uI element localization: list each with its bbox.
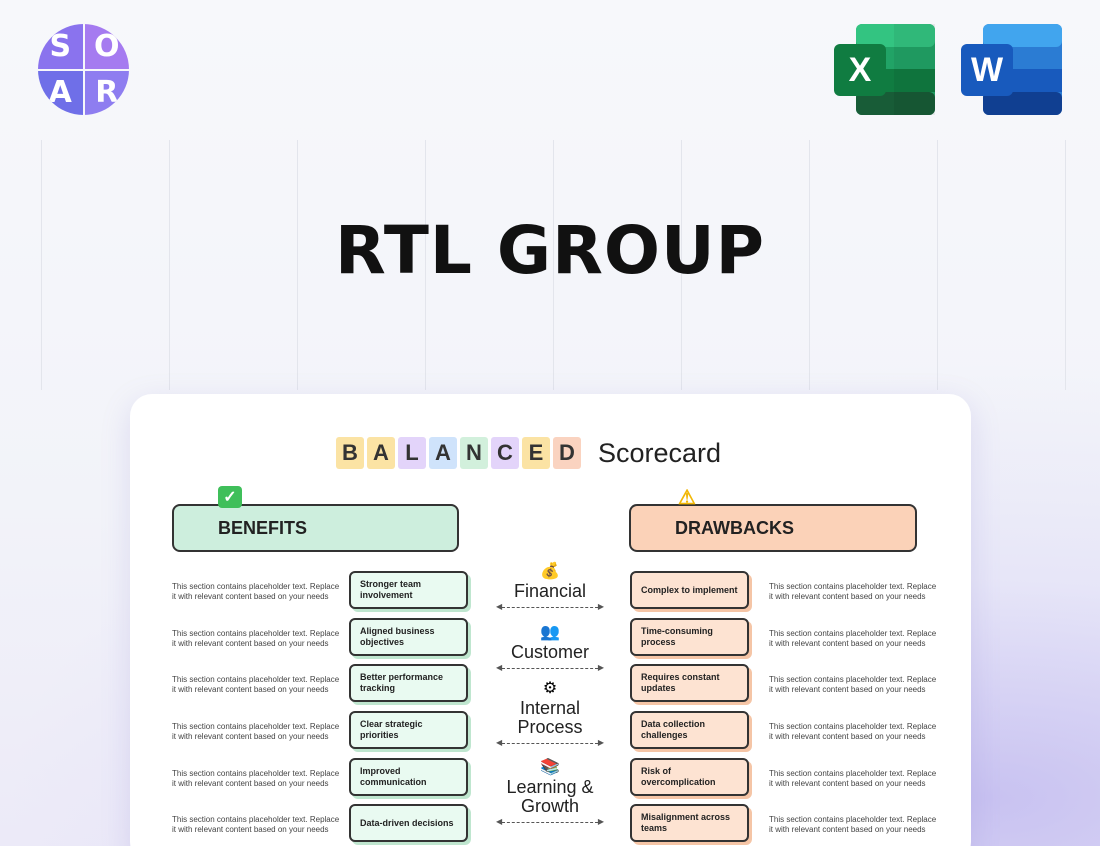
background-line	[1065, 140, 1066, 390]
excel-icon[interactable]: X	[834, 24, 935, 115]
benefit-item[interactable]: Better performance tracking	[349, 664, 468, 702]
perspective-item: 📚Learning & Growth◀▶	[496, 758, 604, 826]
benefit-item[interactable]: Aligned business objectives	[349, 618, 468, 656]
perspective-label: Financial	[513, 581, 587, 601]
background-line	[553, 140, 554, 390]
books-icon: 📚	[540, 759, 560, 776]
heading-letter: A	[429, 437, 457, 469]
heading-letter: L	[398, 437, 426, 469]
heading-word: Scorecard	[598, 437, 722, 468]
drawback-description: This section contains placeholder text. …	[769, 582, 937, 601]
benefit-item[interactable]: Improved communication	[349, 758, 468, 796]
heading-letter: E	[522, 437, 550, 469]
word-letter: W	[961, 44, 1013, 96]
drawback-description: This section contains placeholder text. …	[769, 769, 937, 788]
double-arrow-icon: ◀▶	[496, 817, 604, 826]
heading-letter: D	[553, 437, 581, 469]
gear-icon: ⚙	[542, 680, 558, 697]
scorecard-card	[130, 394, 971, 846]
benefits-header: ✓ BENEFITS	[172, 486, 459, 552]
benefit-description: This section contains placeholder text. …	[172, 582, 340, 601]
background-line	[425, 140, 426, 390]
heading-letter: C	[491, 437, 519, 469]
double-arrow-icon: ◀▶	[496, 738, 604, 747]
background-line	[937, 140, 938, 390]
check-mark-icon: ✓	[218, 486, 242, 508]
soar-logo[interactable]: S O A R	[38, 24, 129, 115]
drawback-description: This section contains placeholder text. …	[769, 629, 937, 648]
benefit-item[interactable]: Stronger team involvement	[349, 571, 468, 609]
background-line	[681, 140, 682, 390]
benefit-description: This section contains placeholder text. …	[172, 722, 340, 741]
background-line	[169, 140, 170, 390]
perspective-item: ⚙Internal Process◀▶	[496, 679, 604, 747]
heading-letter: N	[460, 437, 488, 469]
background-line	[297, 140, 298, 390]
logo-letter: A	[38, 70, 83, 115]
drawback-item[interactable]: Data collection challenges	[630, 711, 749, 749]
people-icon: 👥	[540, 624, 560, 641]
drawbacks-title: DRAWBACKS	[675, 517, 794, 538]
perspective-item: 👥Customer◀▶	[496, 623, 604, 672]
benefit-description: This section contains placeholder text. …	[172, 629, 340, 648]
drawbacks-header: ⚠ DRAWBACKS	[629, 487, 917, 552]
scorecard-heading: B A L A N C E D Scorecard	[336, 436, 721, 470]
logo-letter: R	[84, 70, 129, 115]
benefit-description: This section contains placeholder text. …	[172, 675, 340, 694]
perspective-label: Internal Process	[517, 698, 583, 737]
drawback-item[interactable]: Requires constant updates	[630, 664, 749, 702]
drawback-item[interactable]: Risk of overcomplication	[630, 758, 749, 796]
drawback-description: This section contains placeholder text. …	[769, 815, 937, 834]
double-arrow-icon: ◀▶	[496, 602, 604, 611]
background-line	[809, 140, 810, 390]
drawback-item[interactable]: Time-consuming process	[630, 618, 749, 656]
perspective-label: Customer	[510, 642, 590, 662]
page-title: RTL GROUP	[335, 212, 765, 289]
drawback-description: This section contains placeholder text. …	[769, 722, 937, 741]
benefit-description: This section contains placeholder text. …	[172, 815, 340, 834]
excel-letter: X	[834, 44, 886, 96]
heading-letter: A	[367, 437, 395, 469]
benefit-item[interactable]: Clear strategic priorities	[349, 711, 468, 749]
logo-letter: S	[38, 24, 83, 69]
double-arrow-icon: ◀▶	[496, 663, 604, 672]
perspective-item: 💰Financial◀▶	[496, 562, 604, 611]
drawback-item[interactable]: Misalignment across teams	[630, 804, 749, 842]
logo-letter: O	[84, 24, 129, 69]
heading-letter: B	[336, 437, 364, 469]
benefit-item[interactable]: Data-driven decisions	[349, 804, 468, 842]
benefit-description: This section contains placeholder text. …	[172, 769, 340, 788]
perspective-label: Learning & Growth	[506, 777, 594, 816]
money-bag-icon: 💰	[540, 563, 560, 580]
benefits-title: BENEFITS	[218, 517, 308, 538]
word-icon[interactable]: W	[961, 24, 1062, 115]
drawback-item[interactable]: Complex to implement	[630, 571, 749, 609]
warning-icon: ⚠	[678, 486, 696, 509]
drawback-description: This section contains placeholder text. …	[769, 675, 937, 694]
background-line	[41, 140, 42, 390]
